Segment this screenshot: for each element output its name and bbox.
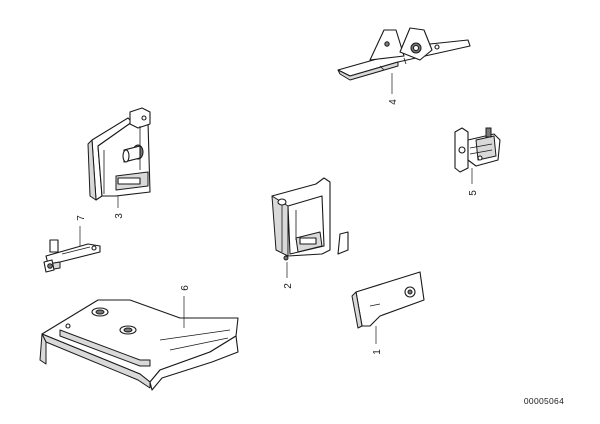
part-6-support-tray: [39, 299, 239, 391]
part-4-mounting-plate: [337, 27, 471, 81]
callout-7: 7: [76, 215, 87, 221]
part-3-bracket: [87, 107, 151, 201]
part-2-bracket: [271, 177, 349, 261]
part-7-latch: [43, 239, 101, 273]
callout-4: 4: [388, 99, 399, 105]
diagram-number: 00005064: [524, 396, 564, 406]
callout-2: 2: [283, 283, 294, 289]
callout-5: 5: [468, 190, 479, 196]
part-5-bracket: [454, 127, 501, 173]
part-1-plate: [351, 271, 425, 329]
callout-3: 3: [114, 213, 125, 219]
callout-1: 1: [372, 349, 383, 355]
callout-6: 6: [180, 285, 191, 291]
